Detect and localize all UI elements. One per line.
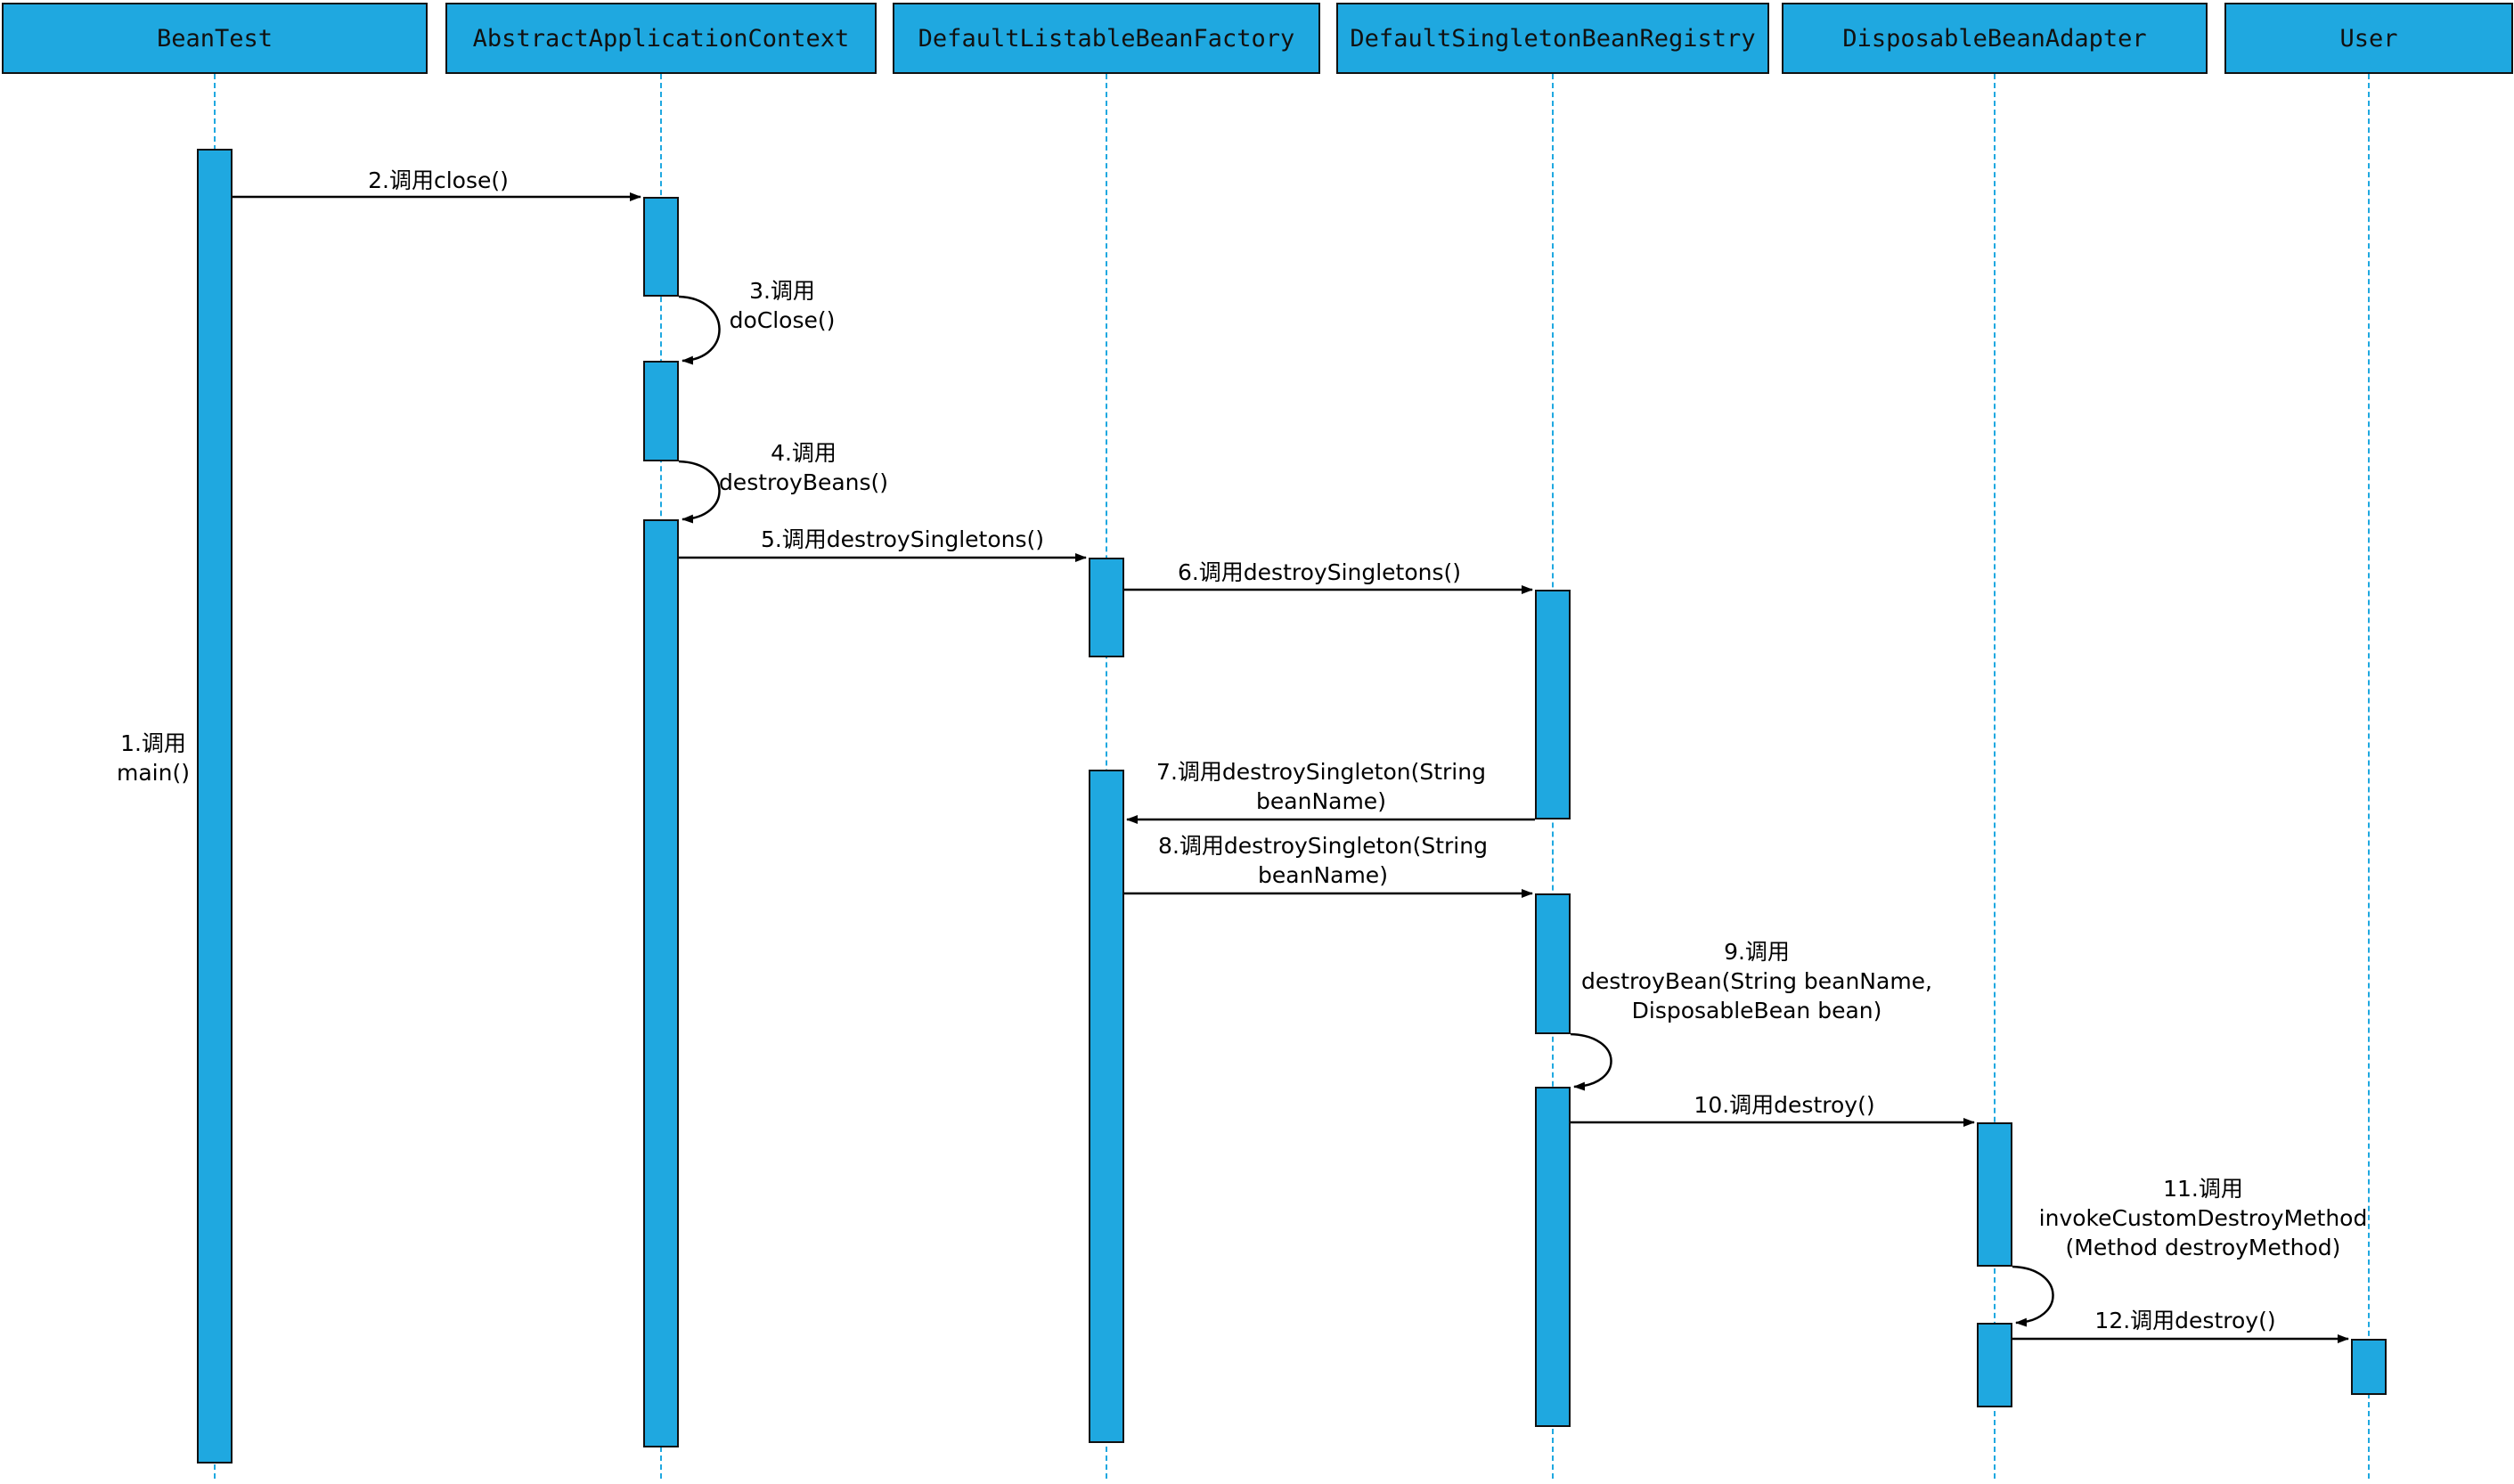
activation-dlbf-destroysingletons bbox=[1089, 558, 1124, 657]
activation-aac-close bbox=[643, 197, 679, 297]
message-label-2-close: 2.调用close() bbox=[368, 167, 509, 193]
message-label-10-destroy: 10.调用destroy() bbox=[1694, 1092, 1875, 1118]
message-label-3-doclose: 3.调用 doClose() bbox=[729, 278, 836, 333]
activation-dsbr-destroybean bbox=[1535, 1087, 1571, 1427]
lifeline-header-defaultsingletonbeanregistry: DefaultSingletonBeanRegistry bbox=[1336, 3, 1769, 74]
message-arrow-3-doclose-self bbox=[678, 295, 721, 365]
activation-beantest-main bbox=[197, 149, 233, 1464]
lifeline-header-user: User bbox=[2224, 3, 2513, 74]
lifeline-header-disposablebeanadapter: DisposableBeanAdapter bbox=[1782, 3, 2208, 74]
lifeline-header-beantest: BeanTest bbox=[2, 3, 428, 74]
activation-dsbr-destroysingletons bbox=[1535, 590, 1571, 819]
message-arrow-9-destroybean-self bbox=[1570, 1032, 1612, 1091]
message-label-12-destroy: 12.调用destroy() bbox=[2094, 1308, 2276, 1333]
message-label-6-destroysingletons: 6.调用destroySingletons() bbox=[1177, 559, 1462, 585]
lifeline-user bbox=[2368, 74, 2370, 1479]
lifeline-header-abstractapplicationcontext: AbstractApplicationContext bbox=[445, 3, 877, 74]
activation-dsbr-destroysingleton bbox=[1535, 893, 1571, 1034]
message-label-4-destroybeans: 4.调用 destroyBeans() bbox=[718, 440, 889, 495]
message-arrow-11-invokecustom-self bbox=[2012, 1265, 2054, 1327]
message-label-8-destroysingleton: 8.调用destroySingleton(String beanName) bbox=[1158, 833, 1488, 888]
message-label-11-invokecustom: 11.调用 invokeCustomDestroyMethod (Method … bbox=[2038, 1176, 2368, 1260]
activation-dlbf-destroysingleton bbox=[1089, 770, 1124, 1443]
lifeline-disposablebeanadapter bbox=[1994, 74, 1996, 1479]
lifeline-header-defaultlistablebeanfactory: DefaultListableBeanFactory bbox=[893, 3, 1320, 74]
message-label-1-main: 1.调用 main() bbox=[117, 730, 190, 786]
message-label-5-destroysingletons: 5.调用destroySingletons() bbox=[760, 526, 1045, 552]
activation-dba-destroy bbox=[1977, 1122, 2012, 1267]
activation-aac-destroybeans bbox=[643, 519, 679, 1447]
activation-user-destroy bbox=[2351, 1339, 2387, 1395]
message-label-9-destroybean: 9.调用 destroyBean(String beanName, Dispos… bbox=[1580, 939, 1933, 1023]
activation-aac-doclose bbox=[643, 361, 679, 461]
message-arrow-4-destroybeans-self bbox=[678, 460, 721, 524]
message-label-7-destroysingleton: 7.调用destroySingleton(String beanName) bbox=[1156, 759, 1486, 814]
activation-dba-invokecustomdestroy bbox=[1977, 1323, 2012, 1407]
